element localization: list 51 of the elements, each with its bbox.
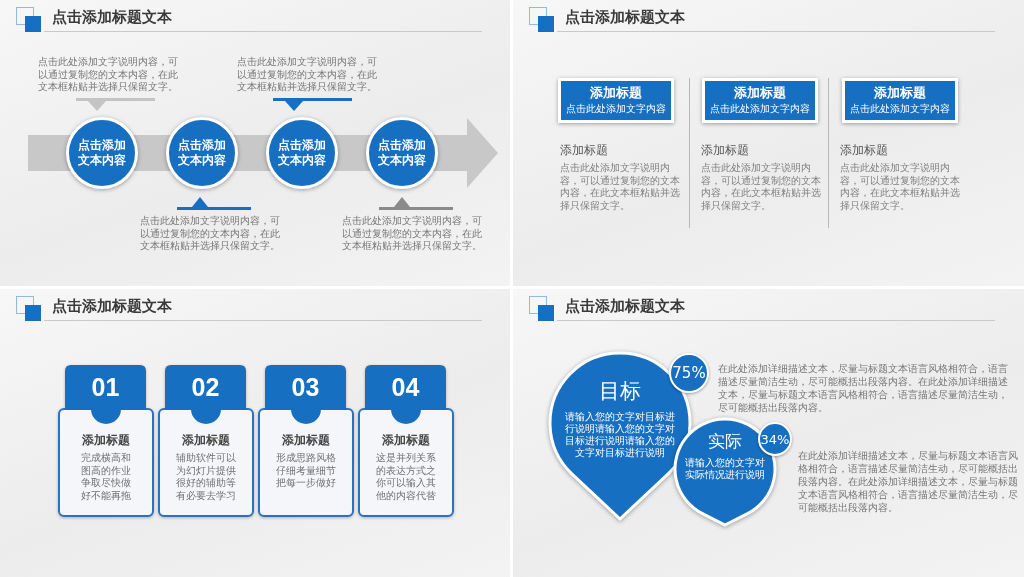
slide-panel (513, 0, 1024, 286)
step-heading: 添加标题 (81, 433, 131, 448)
percent-badge: 75% (669, 353, 709, 393)
step-number: 04 (390, 372, 421, 403)
callout-text: 点击此处添加文字说明内容，可以通过复制您的文本内容，在此文本框粘贴并选择只保留文字。 (342, 215, 483, 253)
step-heading: 添加标题 (281, 433, 331, 448)
slide-panel (0, 0, 510, 286)
column-title: 添加标题 (873, 85, 927, 101)
column-text: 点击此处添加文字说明内容，可以通过复制您的文本内容，在此文本框粘贴并选择只保留文字。 (560, 162, 681, 212)
section-text: 请输入您的文字对目标进行说明请输入您的文字对目标进行说明请输入您的文字对目标进行说明 (564, 411, 676, 459)
column-heading: 添加标题 (840, 143, 889, 158)
slide-title: 点击添加标题文本 (565, 297, 685, 316)
column-title: 添加标题 (733, 85, 787, 101)
step-number: 03 (290, 372, 321, 403)
step-heading: 添加标题 (381, 433, 431, 448)
column-heading: 添加标题 (701, 143, 750, 158)
callout-text: 点击此处添加文字说明内容，可以通过复制您的文本内容，在此文本框粘贴并选择只保留文字。 (140, 215, 281, 253)
title-card (842, 78, 958, 123)
step-circle: 点击添加文本内容 (366, 117, 438, 189)
column-text: 点击此处添加文字说明内容，可以通过复制您的文本内容，在此文本框粘贴并选择只保留文字。 (701, 162, 822, 212)
column-subtitle: 点击此处添加文字内容 (709, 103, 811, 115)
slide-panel (0, 289, 510, 577)
column-subtitle: 点击此处添加文字内容 (565, 103, 667, 115)
step-circle: 点击添加文本内容 (66, 117, 138, 189)
description-text: 在此处添加详细描述文本，尽量与标题文本语言风格相符合，语言描述尽量简洁生动，尽可能概括出段落内容。在此处添加详细描述文本，尽量与标题文本语言风格相符合，语言描述尽量简洁生动，尽可能概括出段落内容。 (798, 449, 1019, 514)
step-text: 辅助软件可以为幻灯片提供很好的辅助等有必要去学习 (175, 452, 237, 502)
callout-text: 点击此处添加文字说明内容，可以通过复制您的文本内容，在此文本框粘贴并选择只保留文字。 (237, 56, 378, 94)
section-heading: 目标 (599, 379, 641, 404)
step-number: 01 (90, 372, 121, 403)
step-circle: 点击添加文本内容 (266, 117, 338, 189)
step-text: 形成思路风格仔细考量细节把每一步做好 (275, 452, 337, 490)
step-number: 02 (190, 372, 221, 403)
callout-text: 点击此处添加文字说明内容，可以通过复制您的文本内容，在此文本框粘贴并选择只保留文字。 (38, 56, 179, 94)
step-circle: 点击添加文本内容 (166, 117, 238, 189)
section-heading: 实际 (708, 431, 742, 452)
step-text: 完成横高和图高的作业争取尽快做好不能再拖 (80, 452, 132, 502)
slide-title: 点击添加标题文本 (52, 297, 172, 316)
description-text: 在此处添加详细描述文本，尽量与标题文本语言风格相符合，语言描述尽量简洁生动，尽可能概括出段落内容。在此处添加详细描述文本，尽量与标题文本语言风格相符合，语言描述尽量简洁生动，尽可能概括出段落内容。 (718, 362, 1009, 414)
slide-title: 点击添加标题文本 (565, 8, 685, 27)
column-heading: 添加标题 (560, 143, 609, 158)
column-subtitle: 点击此处添加文字内容 (849, 103, 951, 115)
step-heading: 添加标题 (181, 433, 231, 448)
column-text: 点击此处添加文字说明内容，可以通过复制您的文本内容，在此文本框粘贴并选择只保留文字。 (840, 162, 961, 212)
slide-panel (513, 289, 1024, 577)
title-card (558, 78, 674, 123)
column-title: 添加标题 (589, 85, 643, 101)
step-text: 这是并列关系的表达方式之你可以输入其他的内容代替 (375, 452, 437, 502)
title-card (702, 78, 818, 123)
percent-badge: 34% (758, 422, 792, 456)
section-text: 请输入您的文字对实际情况进行说明 (684, 457, 766, 481)
slide-title: 点击添加标题文本 (52, 8, 172, 27)
